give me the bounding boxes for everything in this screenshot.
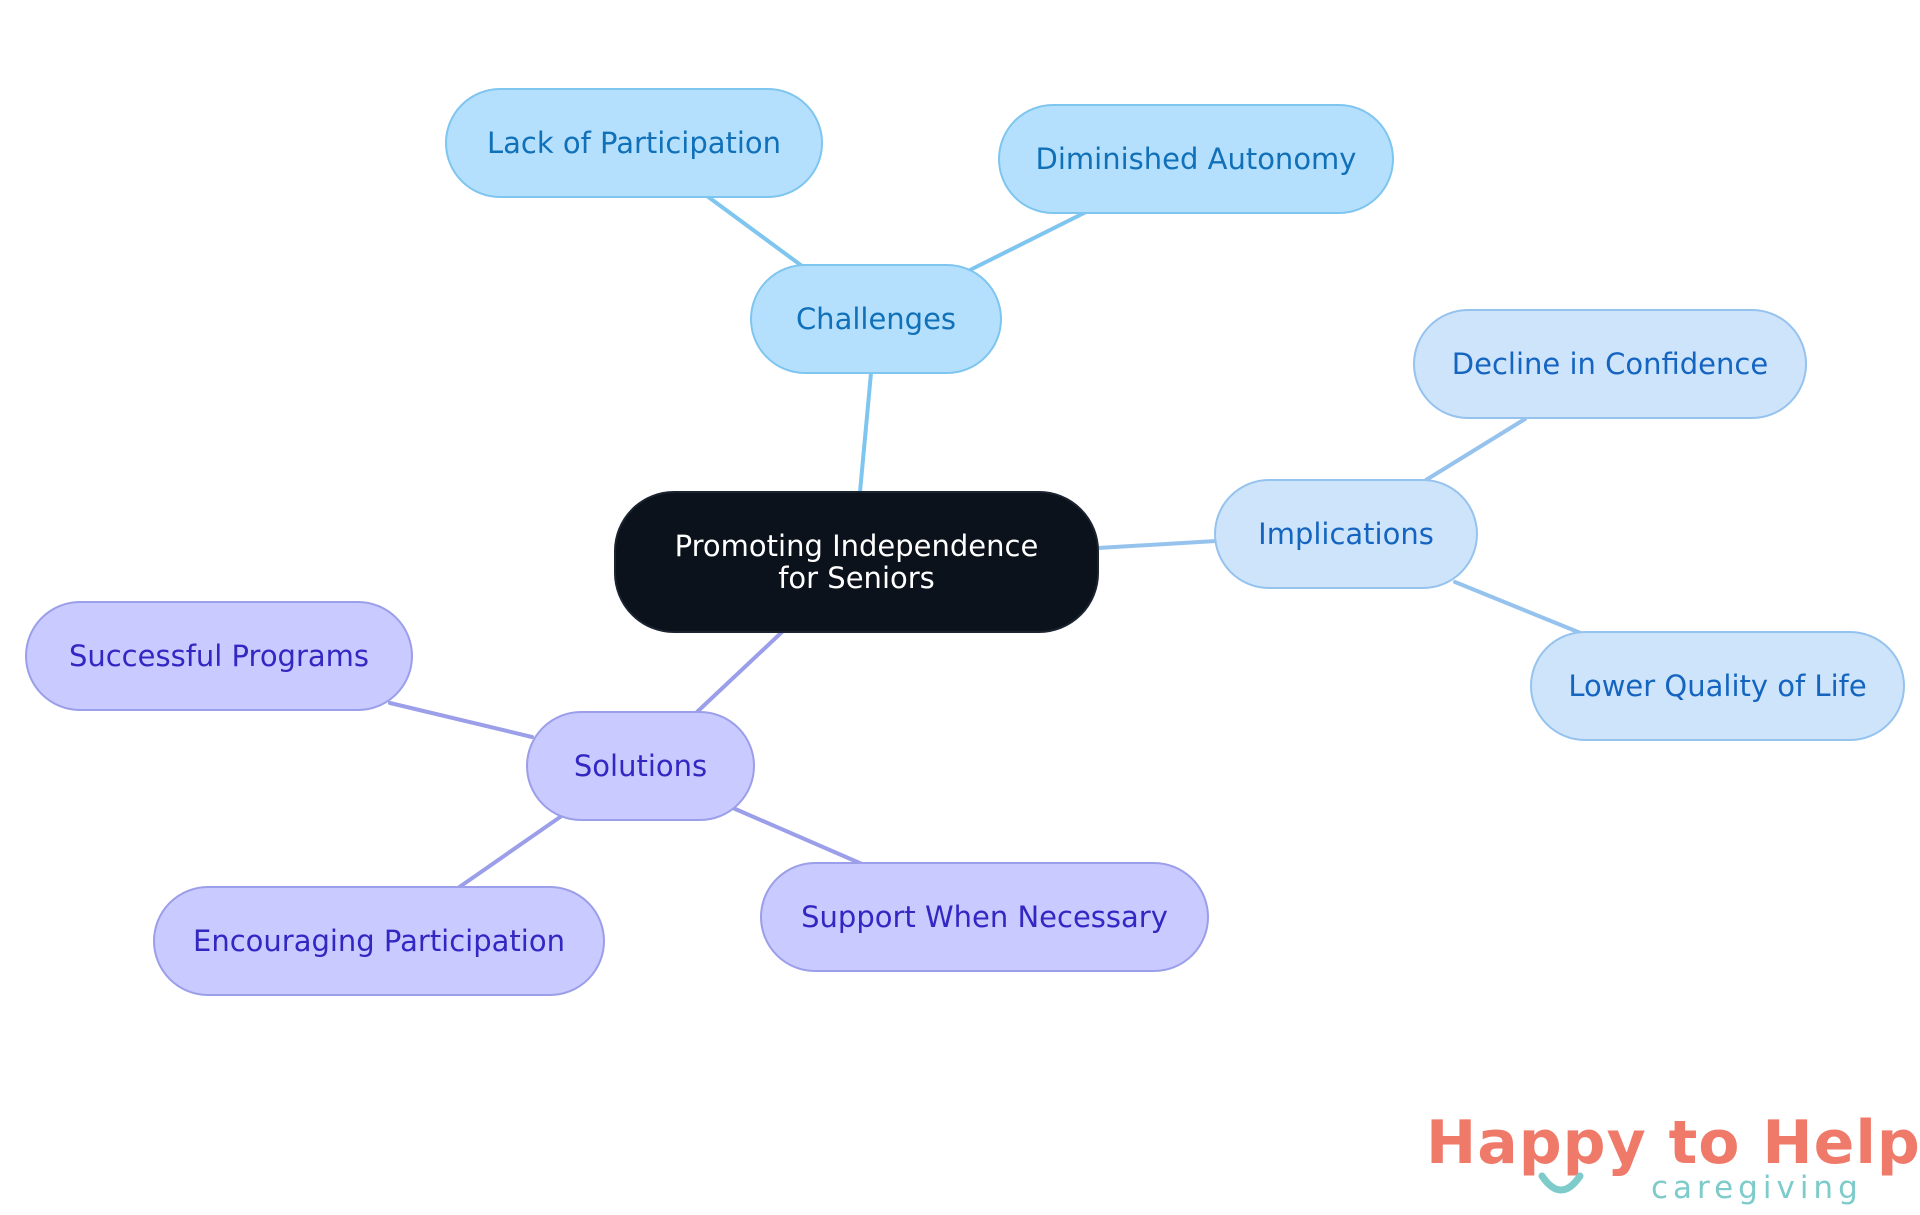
smile-icon — [1538, 1172, 1584, 1194]
encouraging-participation-node: Encouraging Participation — [153, 886, 605, 996]
challenges-node-label: Challenges — [795, 302, 957, 336]
encouraging-participation-label: Encouraging Participation — [193, 924, 565, 958]
logo-wordmark: Happy to Help — [1426, 1108, 1920, 1178]
lower-quality-of-life-label: Lower Quality of Life — [1568, 669, 1867, 703]
implications-node-label: Implications — [1258, 517, 1434, 551]
root-node: Promoting Independence for Seniors — [614, 491, 1099, 633]
edge-solutions-support — [731, 806, 864, 866]
edge-implications-quality — [1453, 580, 1585, 636]
successful-programs-node: Successful Programs — [25, 601, 413, 711]
diminished-autonomy-label: Diminished Autonomy — [1035, 142, 1357, 176]
edge-challenges-autonomy — [968, 210, 1088, 272]
edge-solutions-successful — [388, 701, 534, 739]
edge-root-solutions — [695, 630, 784, 714]
edge-implications-confidence — [1424, 417, 1527, 482]
logo-word-happy: Happy — [1426, 1108, 1647, 1178]
edge-solutions-encouraging — [456, 813, 565, 890]
decline-in-confidence-node: Decline in Confidence — [1413, 309, 1807, 419]
lower-quality-of-life-node: Lower Quality of Life — [1530, 631, 1905, 741]
diminished-autonomy-node: Diminished Autonomy — [998, 104, 1394, 214]
logo-subtitle: caregiving — [1651, 1170, 1863, 1206]
solutions-node: Solutions — [526, 711, 755, 821]
edge-root-challenges — [858, 371, 873, 494]
root-node-label: Promoting Independence for Seniors — [674, 529, 1039, 595]
logo-word-help: Help — [1762, 1108, 1920, 1178]
successful-programs-label: Successful Programs — [68, 639, 370, 673]
challenges-node: Challenges — [750, 264, 1002, 374]
lack-of-participation-label: Lack of Participation — [486, 126, 782, 160]
support-when-necessary-label: Support When Necessary — [801, 900, 1168, 934]
happy-to-help-logo: Happy to Help caregiving — [1426, 1108, 1920, 1208]
edge-root-implications — [1096, 539, 1218, 550]
solutions-node-label: Solutions — [573, 749, 708, 783]
lack-of-participation-node: Lack of Participation — [445, 88, 823, 198]
decline-in-confidence-label: Decline in Confidence — [1451, 347, 1769, 381]
implications-node: Implications — [1214, 479, 1478, 589]
support-when-necessary-node: Support When Necessary — [760, 862, 1209, 972]
edge-challenges-lack — [705, 194, 804, 268]
logo-word-to: to — [1668, 1108, 1741, 1178]
